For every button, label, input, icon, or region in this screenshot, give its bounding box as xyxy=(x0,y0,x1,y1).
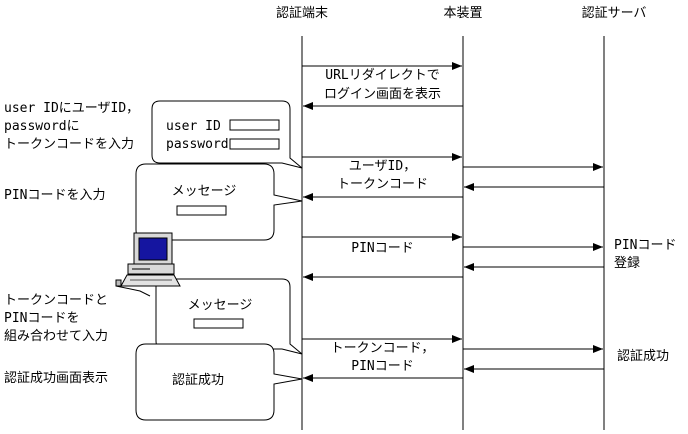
combined-label-line2: PINコード xyxy=(351,359,414,374)
client-lifeline-label: 認証端末 xyxy=(275,6,328,21)
message2-screen-bubble xyxy=(155,278,303,355)
redirect-label-line2: ログイン画面を表示 xyxy=(323,87,441,102)
server-lifeline-label: 認証サーバ xyxy=(581,6,647,21)
userid-field-label: user ID xyxy=(166,119,221,134)
pin-register-label-line2: 登録 xyxy=(614,256,641,271)
login-step-line3: トークンコードを入力 xyxy=(4,137,135,152)
pin-label: PINコード xyxy=(351,241,414,256)
message1-input[interactable] xyxy=(176,205,227,216)
message2-input[interactable] xyxy=(193,318,244,329)
combine-step-line3: 組み合わせて入力 xyxy=(4,329,109,344)
userid-label-line1: ユーザID， xyxy=(348,159,417,174)
combine-step-line1: トークンコードと xyxy=(4,293,109,308)
pin-register-label-line1: PINコード xyxy=(614,238,677,253)
combined-label-line1: トークンコード， xyxy=(330,341,435,356)
message1-text: メッセージ xyxy=(171,184,237,199)
login-screen-bubble xyxy=(151,100,303,169)
userid-field[interactable] xyxy=(229,119,280,131)
password-field[interactable] xyxy=(229,138,280,150)
redirect-label-line1: URLリダイレクトで xyxy=(325,68,440,83)
success-screen-text: 認証成功 xyxy=(171,373,224,388)
message1-screen-bubble xyxy=(135,163,303,241)
login-step-line1: user IDにユーザID， xyxy=(4,101,140,116)
server-auth-success-label: 認証成功 xyxy=(617,349,670,364)
device-lifeline-label: 本装置 xyxy=(443,6,483,21)
pin-input-step: PINコードを入力 xyxy=(4,188,106,203)
login-step-line2: passwordに xyxy=(4,119,80,134)
userid-label-line2: トークンコード xyxy=(336,177,428,192)
success-display-step: 認証成功画面表示 xyxy=(4,371,109,386)
password-field-label: password xyxy=(166,137,229,152)
computer-icon xyxy=(115,232,181,297)
message2-text: メッセージ xyxy=(187,298,253,313)
combine-step-line2: PINコードを xyxy=(4,311,80,326)
success-screen-bubble xyxy=(135,343,303,421)
